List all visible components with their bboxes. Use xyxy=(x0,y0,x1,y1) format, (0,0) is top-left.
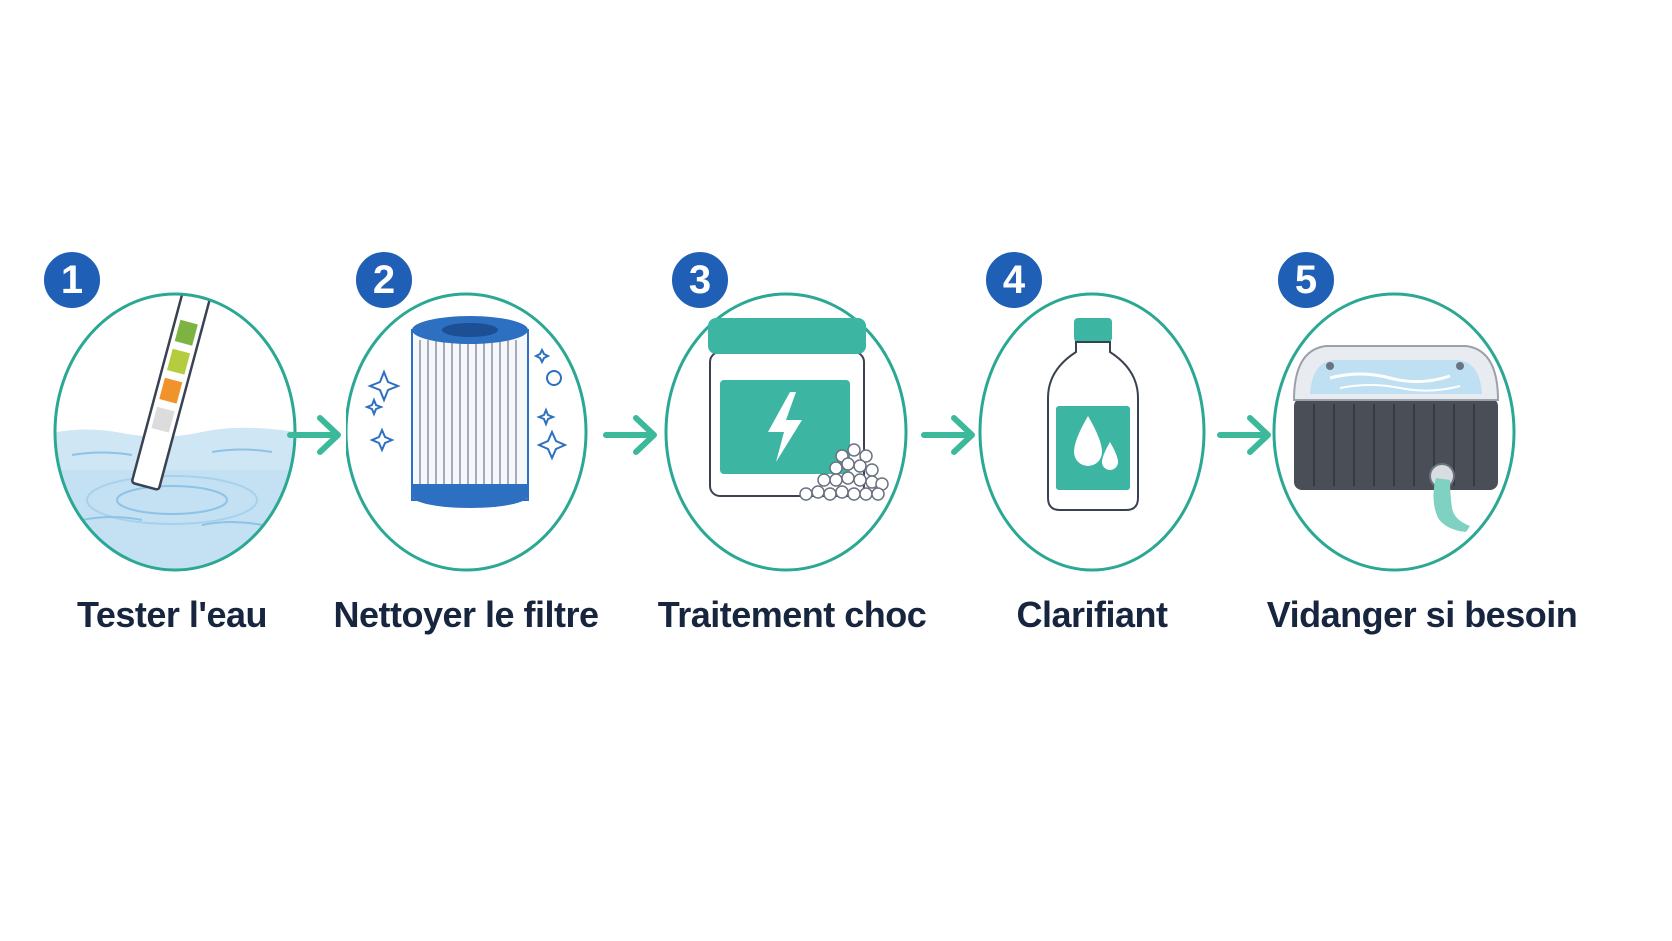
step-1: 1 Tester l'eau xyxy=(22,0,322,700)
step-label: Tester l'eau xyxy=(77,594,267,635)
step-badge: 5 xyxy=(1274,248,1338,312)
step-badge: 3 xyxy=(668,248,732,312)
step-badge: 1 xyxy=(40,248,104,312)
step-label: Traitement choc xyxy=(657,594,927,635)
filter-cartridge-icon xyxy=(346,292,588,572)
shock-treatment-jar-icon xyxy=(664,292,908,572)
step-label: Nettoyer le filtre xyxy=(333,594,599,635)
step-badge: 2 xyxy=(352,248,416,312)
arrow-right-icon xyxy=(603,415,657,455)
step-5: 5 Vidanger si besoin xyxy=(1267,0,1578,700)
arrow-right-icon xyxy=(1217,415,1271,455)
clarifier-bottle-icon xyxy=(978,292,1206,572)
step-4: 4 Clarifiant xyxy=(978,0,1278,700)
hot-tub-draining-icon xyxy=(1272,292,1516,572)
arrow-right-icon xyxy=(287,415,341,455)
step-badge: 4 xyxy=(982,248,1046,312)
step-3: 3 Traitement choc xyxy=(658,0,964,700)
arrow-right-icon xyxy=(921,415,975,455)
step-label: Clarifiant xyxy=(1016,594,1168,635)
step-2: 2 Nettoyer le filtre xyxy=(333,0,646,700)
test-strip-in-water-icon xyxy=(53,292,297,572)
step-label: Vidanger si besoin xyxy=(1266,594,1578,635)
